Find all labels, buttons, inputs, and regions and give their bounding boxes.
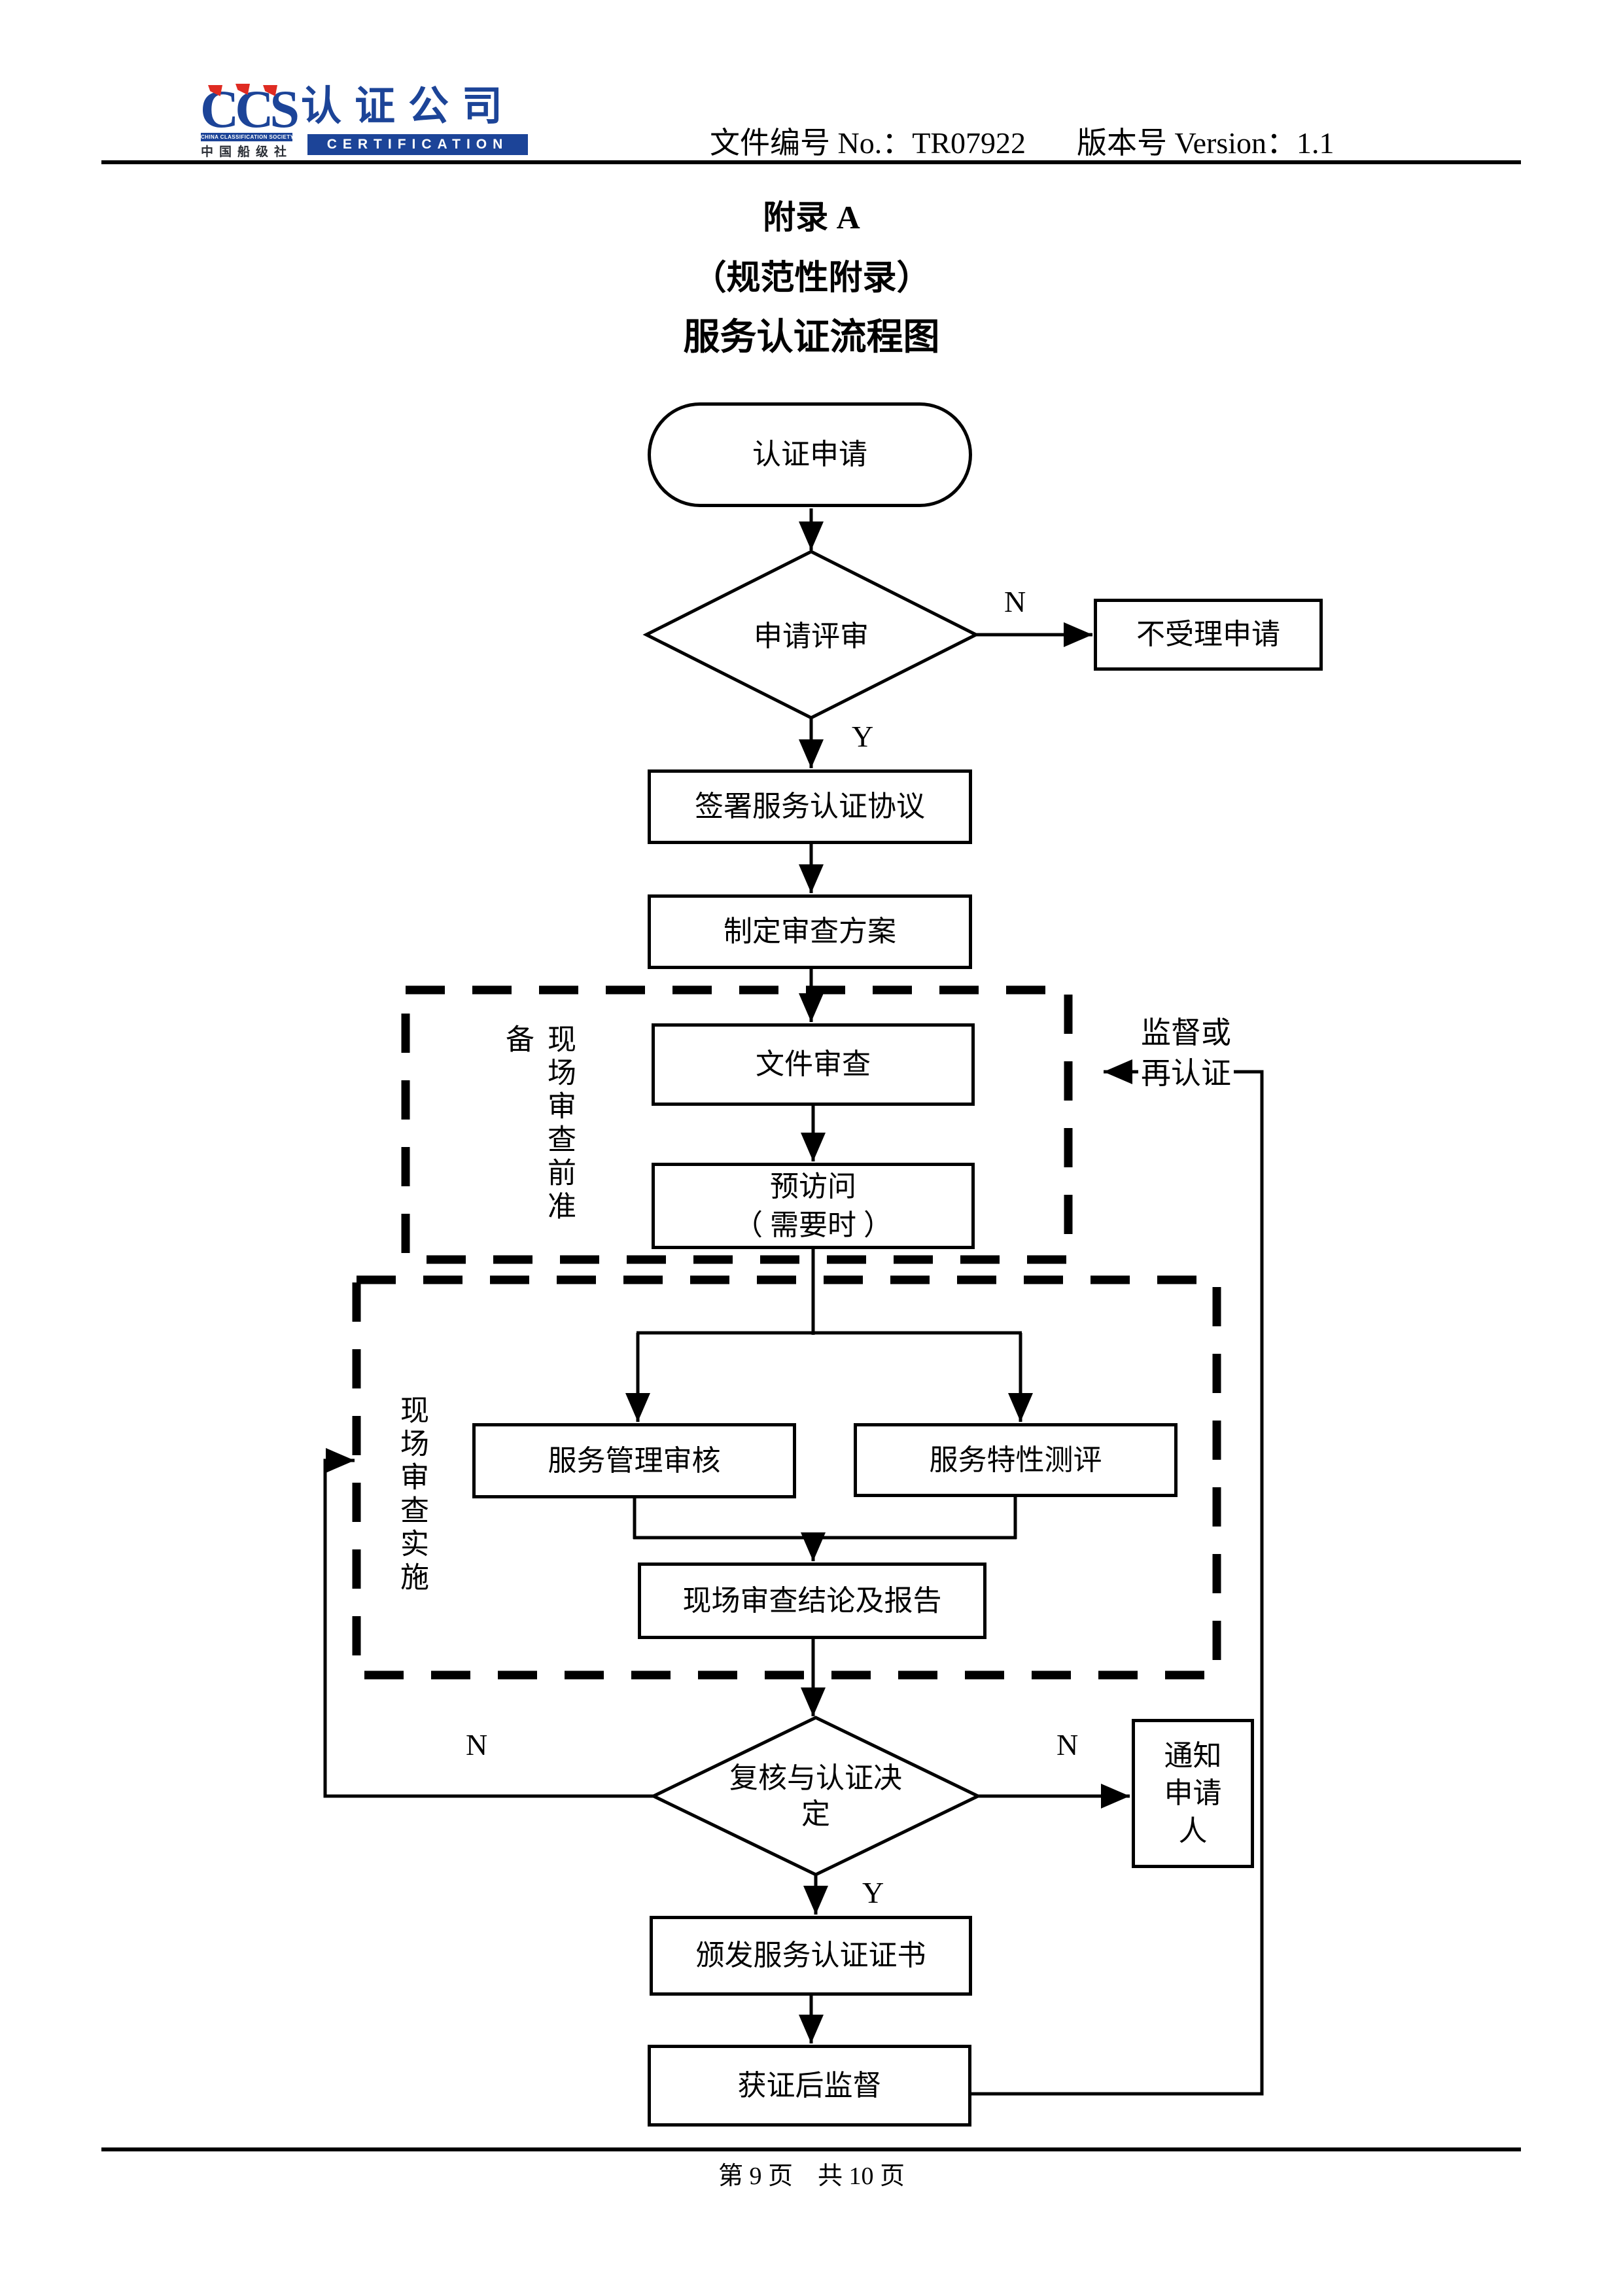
node-issue-certificate: 颁发服务认证证书 [650,1916,972,1996]
group-pre-audit-label: 现场审查前准备 [501,1024,575,1224]
decision-final-label: 复核与认证决 定 [729,1762,902,1830]
appendix-title: 附录 A [763,199,860,236]
document-meta: 文件编号 No.：TR07922 版本号 Version：1.1 [710,119,1335,162]
feedback-supervision-label: 监督或 再认证 [1138,1013,1234,1094]
node-service-management-audit: 服务管理审核 [472,1423,796,1498]
document-number: 文件编号 No.：TR07922 [710,126,1026,160]
node-sign-agreement: 签署服务认证协议 [648,769,972,844]
appendix-subtitle: （规范性附录） [692,260,931,297]
flowchart-title: 服务认证流程图 [683,317,940,358]
arrow-decision-loop-to-onsite [323,1448,654,1798]
header-rule [101,160,1521,164]
edge-label-y-review: Y [852,720,874,753]
node-service-characteristic-evaluation: 服务特性测评 [854,1423,1178,1497]
document-version: 版本号 Version：1.1 [1077,126,1335,160]
logo-certification-banner: CERTIFICATION [307,134,528,155]
footer-rule [101,2147,1521,2151]
logo-company-name: 认证公司 [301,84,516,129]
group-onsite-dashed-box [352,1275,1221,1680]
edge-label-n-notify: N [1056,1728,1079,1761]
node-post-certification-supervision: 获证后监督 [648,2045,971,2127]
node-make-audit-plan: 制定审查方案 [648,894,972,969]
group-onsite-label: 现场审查实施 [396,1395,428,1595]
logo-society-en: CHINA CLASSIFICATION SOCIETY [201,133,292,141]
edge-label-y-final: Y [862,1876,884,1909]
decision-application-review-label: 申请评审 [754,620,869,652]
node-start-application: 认证申请 [648,402,972,507]
node-document-review: 文件审查 [652,1023,975,1106]
node-notify-applicant: 通知 申请 人 [1132,1719,1254,1868]
edge-label-n-loop: N [466,1728,488,1761]
edge-label-n-review: N [1004,585,1026,618]
node-previsit: 预访问 （ 需要时 ） [652,1163,975,1249]
node-reject-application: 不受理申请 [1094,599,1323,671]
logo-society-cn: 中国船级社 [201,145,293,159]
page-number: 第 9 页 共 10 页 [718,2163,905,2190]
node-onsite-conclusion-report: 现场审查结论及报告 [638,1563,986,1639]
